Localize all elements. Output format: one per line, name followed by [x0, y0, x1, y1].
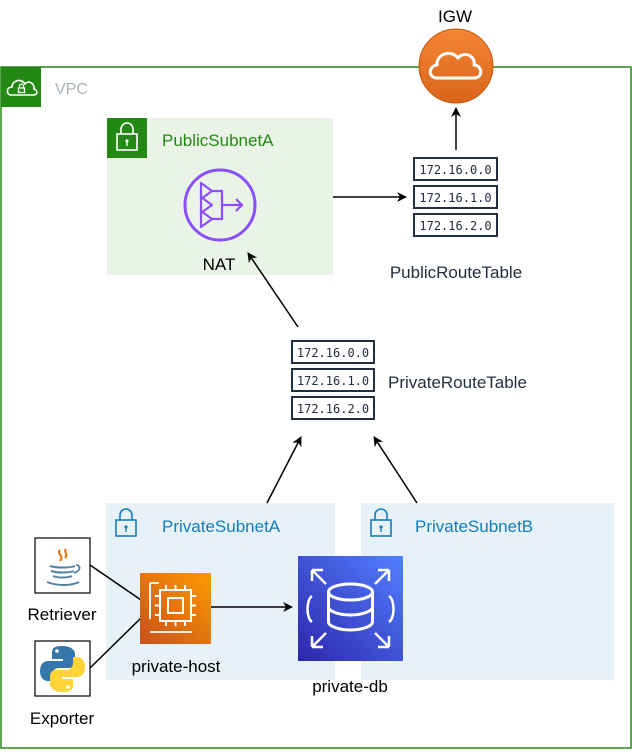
public-route-row-2 — [413, 185, 498, 209]
private-route-row-1 — [291, 340, 375, 364]
arrow-private-subnet-a-to-route-table — [266, 436, 302, 504]
rds-database-icon — [298, 556, 403, 661]
public-subnet-a-label: PublicSubnetA — [162, 131, 274, 150]
private-db-label: private-db — [312, 677, 388, 696]
public-subnet-a: PublicSubnetA — [107, 118, 333, 275]
private-route-table: 172.16.0.0 172.16.1.0 172.16.2.0 Private… — [291, 340, 527, 420]
private-subnet-b-box — [361, 503, 614, 680]
private-route-row-2 — [291, 368, 375, 392]
vpc-icon — [1, 67, 41, 107]
retriever-box — [34, 537, 91, 594]
igw-label: IGW — [438, 7, 472, 26]
exporter-label: Exporter — [30, 709, 95, 728]
public-route-row-1 — [413, 157, 498, 181]
route-table-icon — [413, 157, 498, 237]
public-subnet-lock-icon — [107, 118, 147, 158]
private-subnet-b-lock-icon — [370, 508, 392, 537]
private-route-text-3: 172.16.2.0 — [297, 402, 369, 416]
private-subnet-a-label: PrivateSubnetA — [162, 517, 281, 536]
internet-gateway: IGW — [418, 7, 494, 104]
ec2-instance-icon — [140, 573, 211, 644]
public-route-text-1: 172.16.0.0 — [419, 163, 491, 177]
private-subnet-b-label: PrivateSubnetB — [415, 517, 533, 536]
vpc-group: VPC — [0, 66, 632, 749]
exporter-node: Exporter — [30, 640, 95, 728]
java-icon — [46, 548, 81, 586]
private-subnet-b: PrivateSubnetB — [361, 503, 614, 680]
connectors — [89, 107, 461, 669]
retriever-label: Retriever — [28, 605, 97, 624]
private-host-node: private-host — [132, 573, 221, 676]
private-host-label: private-host — [132, 657, 221, 676]
line-exporter-to-host — [89, 617, 142, 669]
public-route-text-2: 172.16.1.0 — [419, 191, 491, 205]
public-route-table-label: PublicRouteTable — [390, 263, 522, 282]
private-subnet-a-lock-icon — [115, 508, 137, 537]
line-retriever-to-host — [89, 564, 142, 601]
public-route-table: 172.16.0.0 172.16.1.0 172.16.2.0 PublicR… — [390, 157, 522, 282]
python-icon — [40, 646, 85, 692]
private-route-row-3 — [291, 396, 375, 420]
arrow-private-route-table-to-nat — [247, 252, 299, 328]
private-route-table-label: PrivateRouteTable — [388, 373, 527, 392]
nat-gateway-icon — [183, 168, 257, 242]
nat-gateway: NAT — [183, 168, 257, 274]
route-table-icon — [291, 340, 375, 420]
nat-label: NAT — [203, 255, 236, 274]
vpc-container — [0, 66, 632, 749]
arrow-private-subnet-b-to-route-table — [373, 436, 418, 504]
public-route-row-3 — [413, 213, 498, 237]
private-db-node: private-db — [298, 556, 403, 696]
private-route-text-1: 172.16.0.0 — [297, 346, 369, 360]
vpc-label: VPC — [55, 81, 88, 98]
retriever-node: Retriever — [28, 537, 97, 624]
private-route-text-2: 172.16.1.0 — [297, 374, 369, 388]
cloud-icon — [418, 28, 494, 104]
public-route-text-3: 172.16.2.0 — [419, 219, 491, 233]
